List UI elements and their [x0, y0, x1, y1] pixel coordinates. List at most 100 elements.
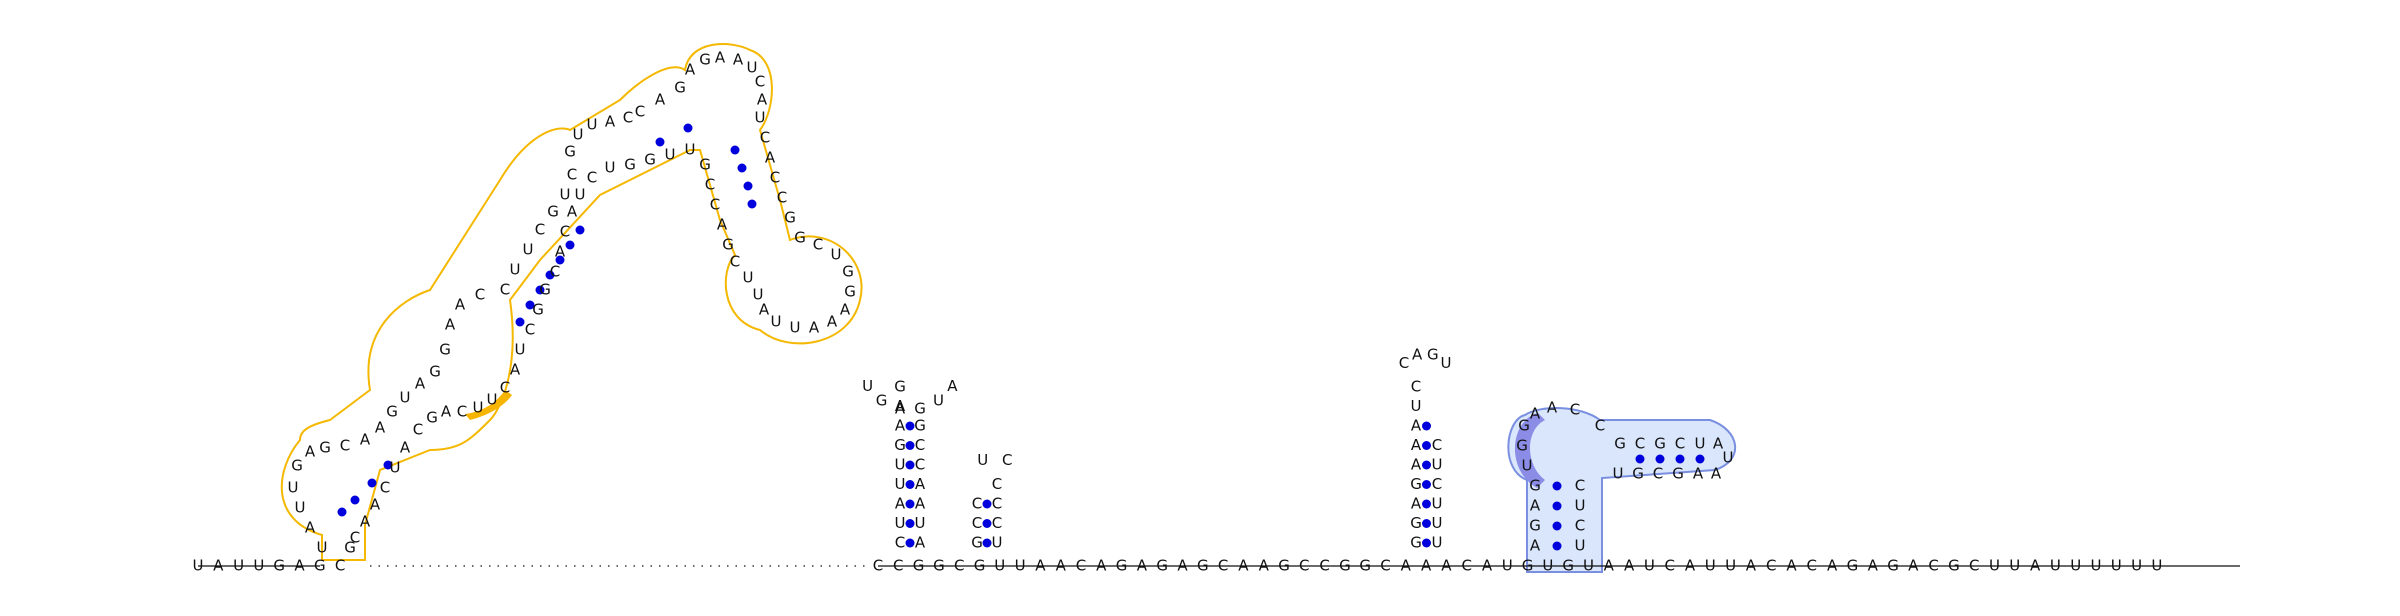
domain-nucleotide: G — [842, 263, 854, 281]
baseline-nucleotide: G — [1562, 557, 1574, 575]
domain-nucleotide: C — [777, 189, 787, 207]
domain-nucleotide: A — [305, 443, 316, 461]
base-pair-dot — [337, 507, 347, 517]
domain-nucleotide: C — [500, 281, 510, 299]
base-pair-dot — [743, 181, 753, 191]
domain-nucleotide: A — [1713, 435, 1724, 453]
base-pair-dot — [982, 538, 992, 548]
baseline-nucleotide: C — [893, 557, 903, 575]
loop-nucleotide: U — [862, 377, 873, 395]
stem-nucleotide: A — [895, 495, 906, 513]
domain-nucleotide: C — [525, 321, 535, 339]
baseline-nucleotide: G — [1278, 557, 1290, 575]
domain-nucleotide: G — [722, 236, 734, 254]
stem-nucleotide: A — [1411, 436, 1422, 454]
domain-nucleotide: A — [1530, 497, 1541, 515]
domain-nucleotide: A — [455, 296, 466, 314]
baseline-nucleotide: A — [1685, 557, 1696, 575]
domain-nucleotide: G — [784, 209, 796, 227]
domain-nucleotide: C — [710, 196, 720, 214]
domain-nucleotide: U — [515, 341, 526, 359]
highlight-region-blue — [1507, 407, 1736, 573]
domain-nucleotide: U — [1695, 435, 1706, 453]
base-pair-dot — [367, 478, 377, 488]
base-pair-dot — [1422, 519, 1431, 528]
loop-nucleotide: C — [1002, 451, 1012, 469]
domain-nucleotide: U — [755, 109, 766, 127]
baseline-nucleotide: A — [1624, 557, 1635, 575]
domain-nucleotide: C — [1575, 477, 1585, 495]
domain-nucleotide: G — [439, 341, 451, 359]
domain-nucleotide: U — [790, 319, 801, 337]
domain-nucleotide: C — [1575, 517, 1585, 535]
baseline-nucleotide: U — [2131, 557, 2142, 575]
stem-nucleotide: C — [915, 436, 925, 454]
baseline-nucleotide: A — [1827, 557, 1838, 575]
baseline-nucleotide: U — [2151, 557, 2162, 575]
baseline-nucleotide: A — [1908, 557, 1919, 575]
baseline-nucleotide: G — [1116, 557, 1128, 575]
domain-nucleotide: A — [757, 91, 768, 109]
domain-nucleotide: U — [1723, 449, 1734, 467]
stem-nucleotide: U — [1432, 514, 1443, 532]
domain-nucleotide: U — [400, 389, 411, 407]
base-pair-dot — [1675, 454, 1685, 464]
loop-nucleotide: G — [1427, 346, 1439, 364]
domain-nucleotide: C — [1653, 465, 1663, 483]
stem-nucleotide: U — [992, 534, 1003, 552]
highlight-region-orange — [280, 43, 863, 561]
stem-nucleotide: A — [915, 534, 926, 552]
baseline-nucleotide: A — [1604, 557, 1615, 575]
base-pair-dot — [1422, 480, 1431, 489]
domain-nucleotide: G — [532, 301, 544, 319]
domain-nucleotide: C — [760, 129, 770, 147]
baseline-nucleotide: A — [1401, 557, 1412, 575]
baseline-nucleotide: A — [1238, 557, 1249, 575]
baseline-nucleotide: G — [913, 557, 925, 575]
base-pair-dot — [555, 255, 565, 265]
base-pair-dot — [1695, 454, 1705, 464]
domain-nucleotide: A — [840, 301, 851, 319]
baseline-nucleotide: U — [2111, 557, 2122, 575]
stem-nucleotide: U — [895, 456, 906, 474]
baseline-nucleotide: U — [2070, 557, 2081, 575]
domain-nucleotide: G — [699, 51, 711, 69]
domain-nucleotide: A — [1530, 537, 1541, 555]
domain-nucleotide: C — [1675, 435, 1685, 453]
baseline-nucleotide: A — [1035, 557, 1046, 575]
baseline-nucleotide: G — [1847, 557, 1859, 575]
base-pair-dot — [905, 499, 915, 509]
domain-nucleotide: U — [1575, 497, 1586, 515]
domain-nucleotide: G — [1632, 465, 1644, 483]
baseline-nucleotide: A — [1137, 557, 1148, 575]
baseline-nucleotide: U — [1705, 557, 1716, 575]
domain-nucleotide: C — [380, 479, 390, 497]
base-pair-dot — [1422, 499, 1431, 509]
domain-nucleotide: C — [1595, 417, 1605, 435]
base-pairs — [337, 123, 1705, 551]
base-pair-dot — [1422, 538, 1431, 548]
baseline-nucleotide: G — [314, 557, 326, 575]
baseline-nucleotide: U — [1989, 557, 2000, 575]
stem-nucleotide: U — [1432, 456, 1443, 474]
domain-nucleotide: U — [831, 246, 842, 264]
domain-nucleotide: A — [715, 49, 726, 67]
baseline-nucleotide: U — [2091, 557, 2102, 575]
domain-nucleotide: C — [550, 263, 560, 281]
domain-nucleotide: G — [386, 403, 398, 421]
domain-nucleotide: U — [743, 269, 754, 287]
domain-nucleotide: U — [317, 539, 328, 557]
baseline-nucleotide: U — [1583, 557, 1594, 575]
domain-nucleotide: G — [699, 156, 711, 174]
stem-nucleotide: C — [895, 534, 905, 552]
baseline-nucleotide: A — [213, 557, 224, 575]
baseline-nucleotide: G — [273, 557, 285, 575]
domain-nucleotide: A — [717, 216, 728, 234]
baseline-nucleotide: C — [1766, 557, 1776, 575]
stem-nucleotide: C — [992, 495, 1002, 513]
base-pair-dot — [655, 137, 665, 147]
stem-nucleotide: A — [1411, 495, 1422, 513]
base-pair-dot — [1552, 521, 1562, 531]
base-pair-dot — [1552, 481, 1562, 491]
